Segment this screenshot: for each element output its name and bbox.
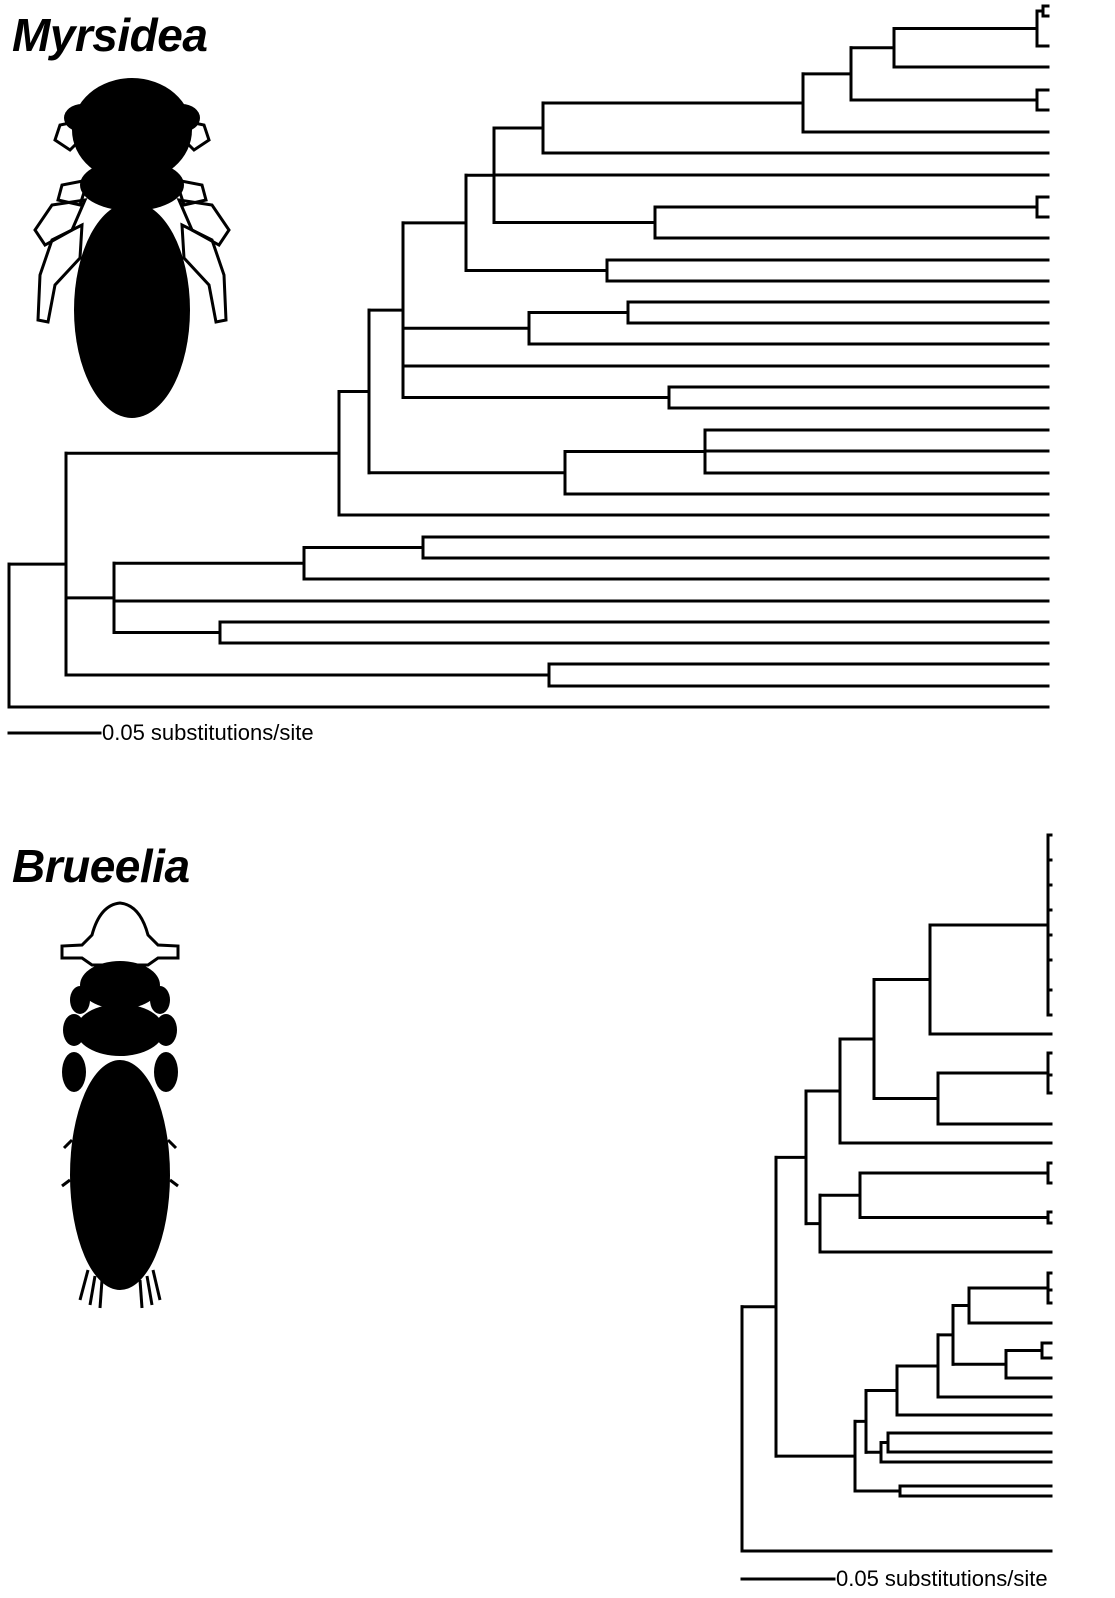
scale-bar-label-bottom: 0.05 substitutions/site (836, 1568, 1048, 1590)
scale-bar-label-top: 0.05 substitutions/site (102, 722, 314, 744)
